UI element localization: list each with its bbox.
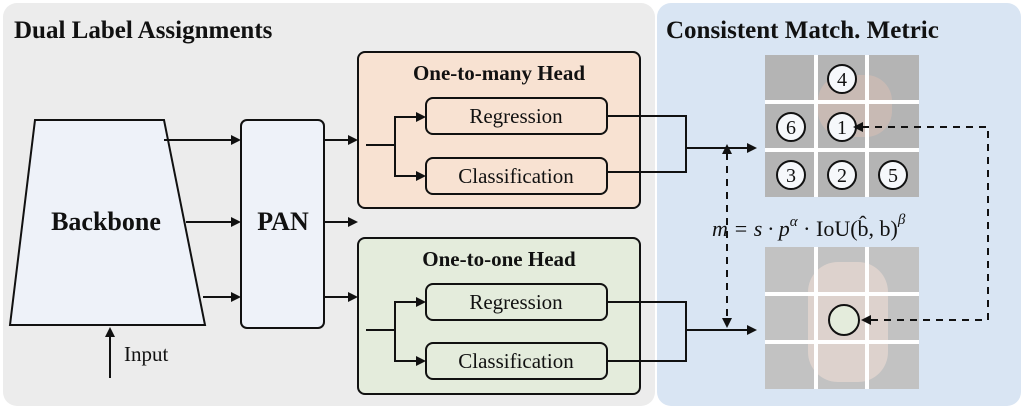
one-to-one-title: One-to-one Head: [422, 247, 576, 271]
pan-label: PAN: [257, 207, 309, 236]
rank-circle-3: [776, 160, 806, 190]
one-to-one-classification-label: Classification: [458, 349, 574, 373]
backbone-label: Backbone: [51, 207, 161, 236]
rank-label-3: 3: [786, 165, 796, 187]
formula-main: m = s · p: [712, 216, 790, 241]
rank-label-5: 5: [888, 165, 898, 187]
one-to-many-classification-box: [425, 157, 608, 195]
one-to-many-merge: [607, 115, 687, 173]
selected-anchor-circle: [828, 304, 860, 336]
formula-beta: β: [897, 212, 906, 228]
matching-metric-formula: m = s · pα · IoU(b̂, b)β: [712, 212, 906, 241]
one-to-one-split-down: [394, 330, 426, 366]
rank-label-6: 6: [786, 117, 796, 139]
rank-label-4: 4: [837, 69, 847, 91]
rank-label-1: 1: [837, 117, 847, 139]
one-to-many-split-up: [394, 112, 426, 145]
rank-circle-6: [776, 112, 806, 142]
metric-title: Consistent Match. Metric: [666, 17, 939, 44]
dual-label-title: Dual Label Assignments: [14, 17, 273, 44]
one-to-one-merge: [607, 301, 687, 362]
bottom-image-grid: [765, 247, 919, 389]
rank-label-2: 2: [837, 165, 847, 187]
rank-circle-4: [827, 64, 857, 94]
one-to-one-split-up: [394, 297, 426, 330]
dashed-connector: [853, 122, 989, 325]
input-label: Input: [124, 342, 168, 366]
one-to-many-split-down: [394, 145, 426, 181]
rank-circle-5: [878, 160, 908, 190]
one-to-many-classification-label: Classification: [458, 164, 574, 188]
top-image-grid: 4 6 1 3 2 5: [765, 55, 919, 197]
formula-iou: · IoU(b̂, b): [798, 216, 898, 241]
one-to-one-regression-label: Regression: [469, 290, 563, 314]
metric-panel: [657, 3, 1021, 406]
one-to-many-title: One-to-many Head: [413, 61, 585, 85]
one-to-many-regression-label: Regression: [469, 104, 563, 128]
backbone-block: [8, 119, 207, 326]
pan-block: [240, 119, 325, 329]
formula-alpha: α: [790, 214, 799, 230]
